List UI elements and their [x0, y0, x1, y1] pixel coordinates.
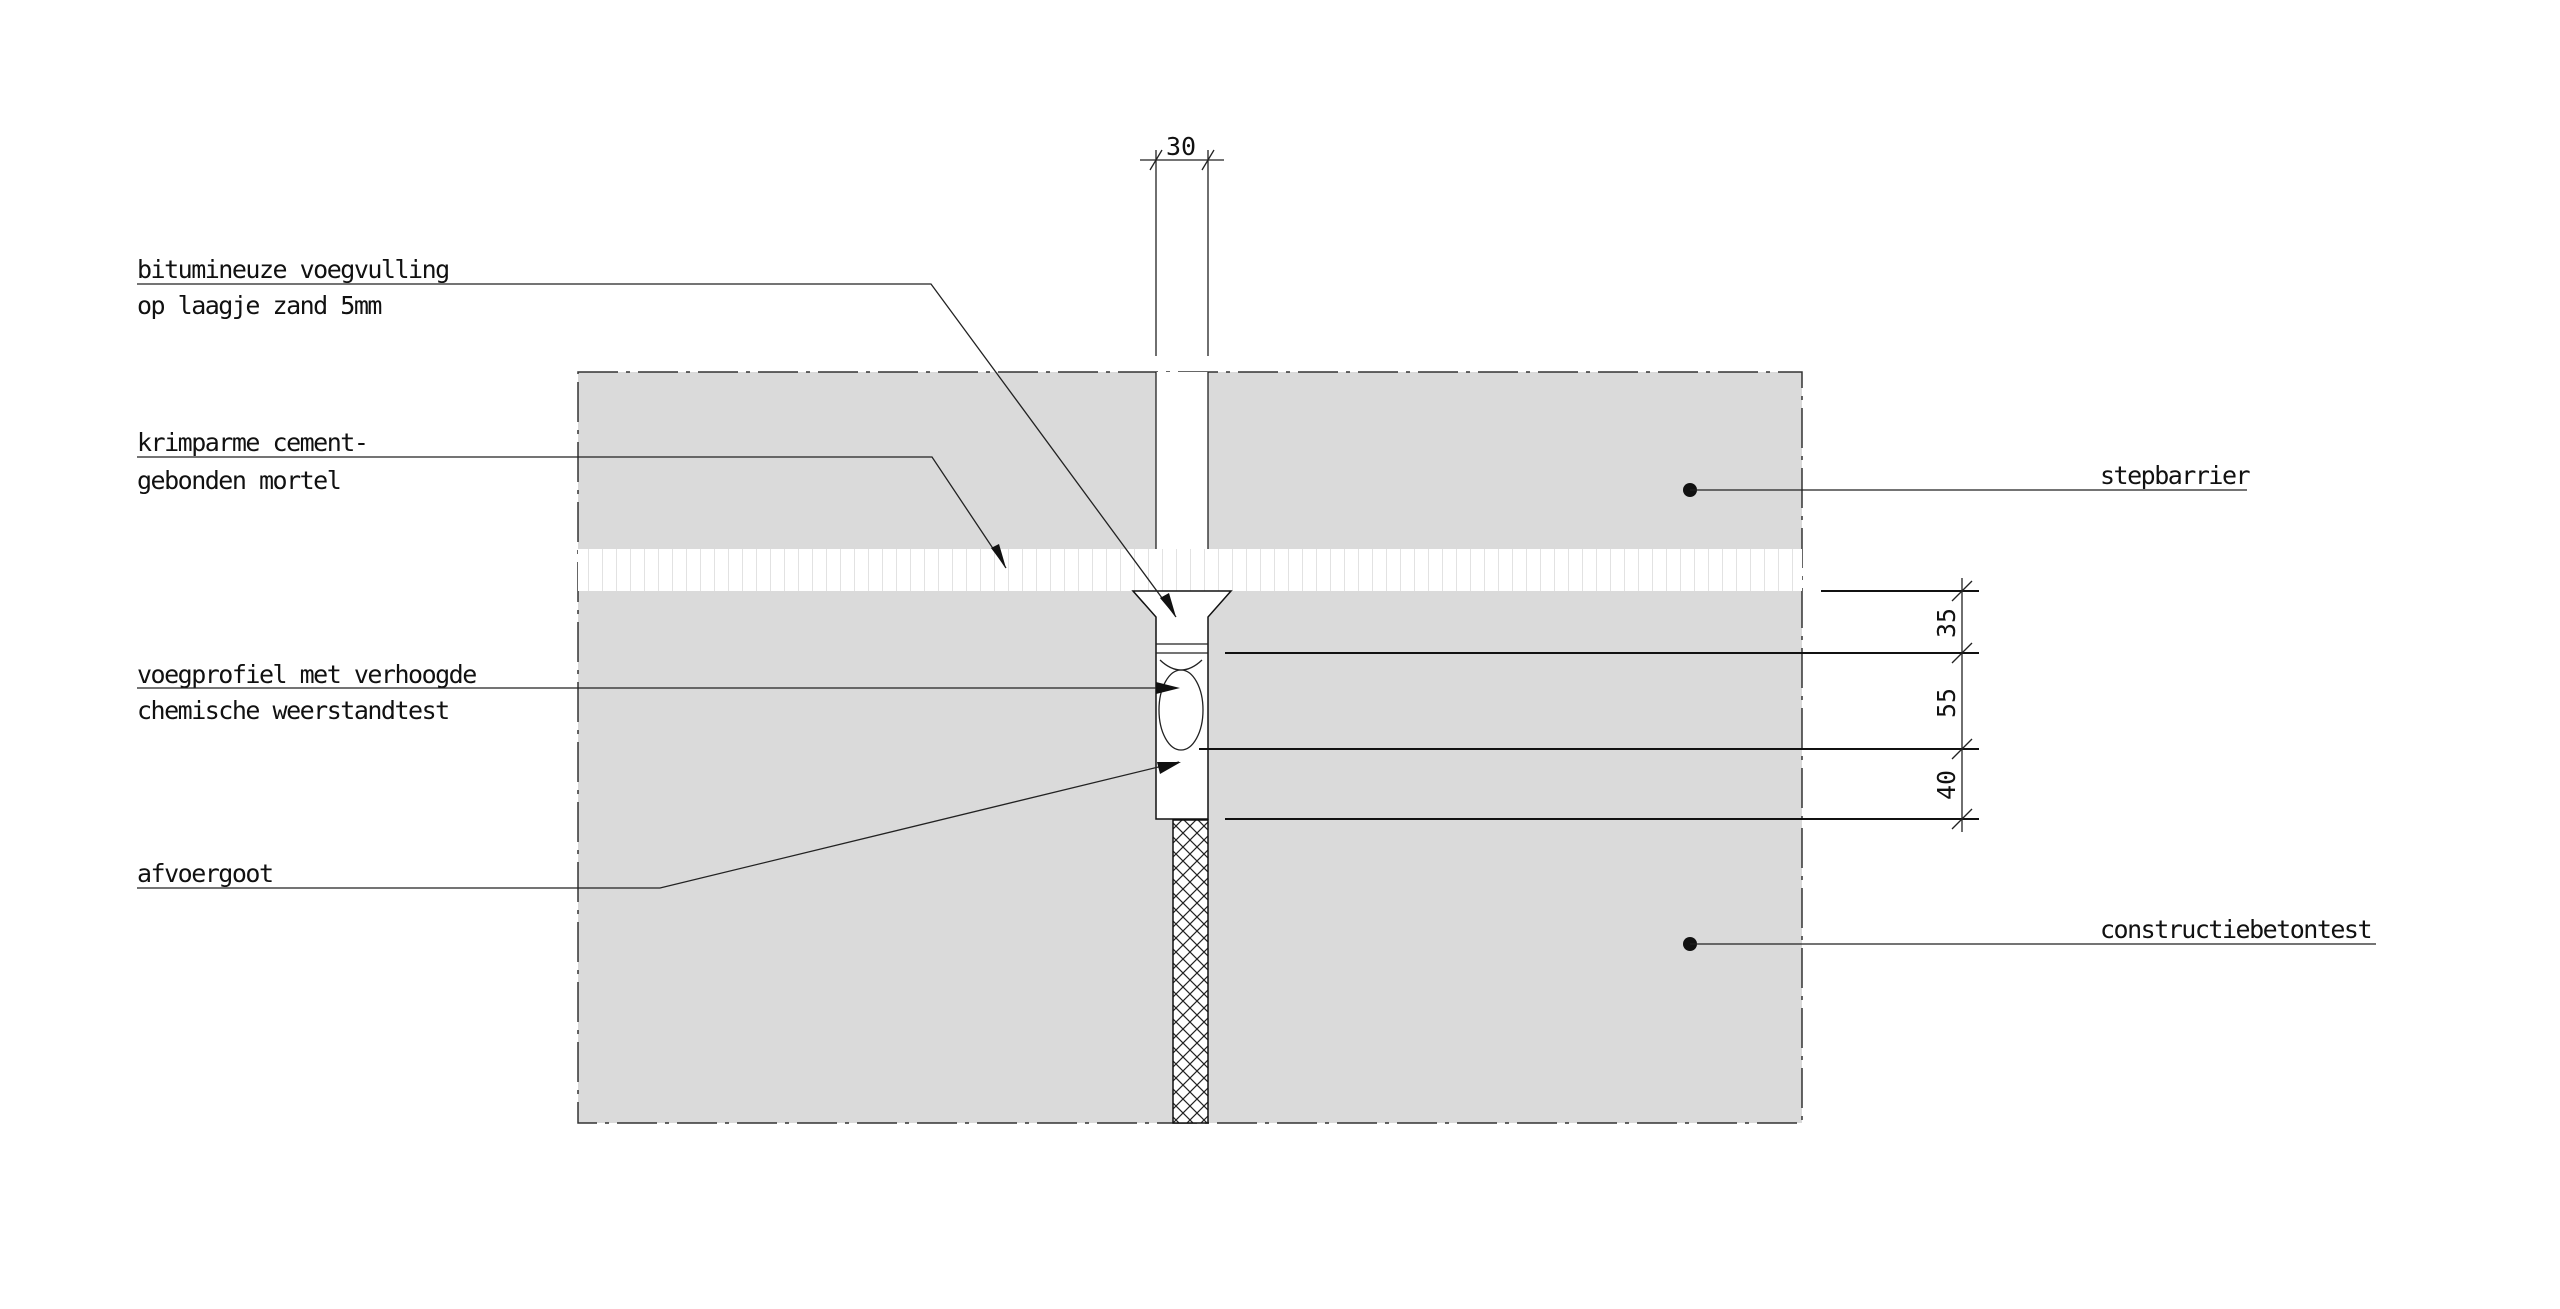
dimension-label-55: 55: [1932, 688, 1961, 718]
callout-joint-profile: voegprofiel met verhoogde chemische weer…: [137, 660, 1180, 725]
upper-joint: [1156, 372, 1208, 549]
label-mortar-line1: krimparme cement-: [137, 428, 367, 457]
arrow-icon: [1160, 593, 1176, 617]
lower-joint-filler: [1172, 819, 1209, 1124]
callout-gutter: afvoergoot: [137, 761, 1181, 889]
callout-mortar: krimparme cement- gebonden mortel: [137, 428, 1007, 569]
arrow-icon: [1157, 762, 1181, 774]
dimension-label-30: 30: [1166, 132, 1196, 161]
dimension-label-35: 35: [1932, 608, 1961, 638]
label-construction-concrete: constructiebetontest: [2100, 915, 2371, 944]
label-stepbarrier: stepbarrier: [2100, 461, 2251, 490]
dimension-chain-vertical: 35 55 40: [1199, 578, 1979, 832]
label-profile-line2: chemische weerstandtest: [137, 696, 449, 725]
joint-profile: [1158, 669, 1204, 751]
label-gutter: afvoergoot: [137, 859, 273, 888]
label-bitumen-line1: bitumineuze voegvulling: [137, 255, 449, 284]
callout-construction-concrete: constructiebetontest: [1683, 915, 2376, 951]
arrow-icon: [991, 544, 1006, 568]
mortar-layer: [578, 549, 1802, 591]
label-mortar-line2: gebonden mortel: [137, 466, 340, 495]
dimension-joint-width: 30: [1140, 132, 1224, 171]
callout-stepbarrier: stepbarrier: [1683, 461, 2252, 497]
dimension-label-40: 40: [1932, 770, 1961, 800]
arrow-icon: [1156, 682, 1180, 694]
callout-bitumen-filling: bitumineuze voegvulling op laagje zand 5…: [137, 255, 1177, 618]
label-bitumen-line2: op laagje zand 5mm: [137, 291, 381, 320]
label-profile-line1: voegprofiel met verhoogde: [137, 660, 476, 689]
